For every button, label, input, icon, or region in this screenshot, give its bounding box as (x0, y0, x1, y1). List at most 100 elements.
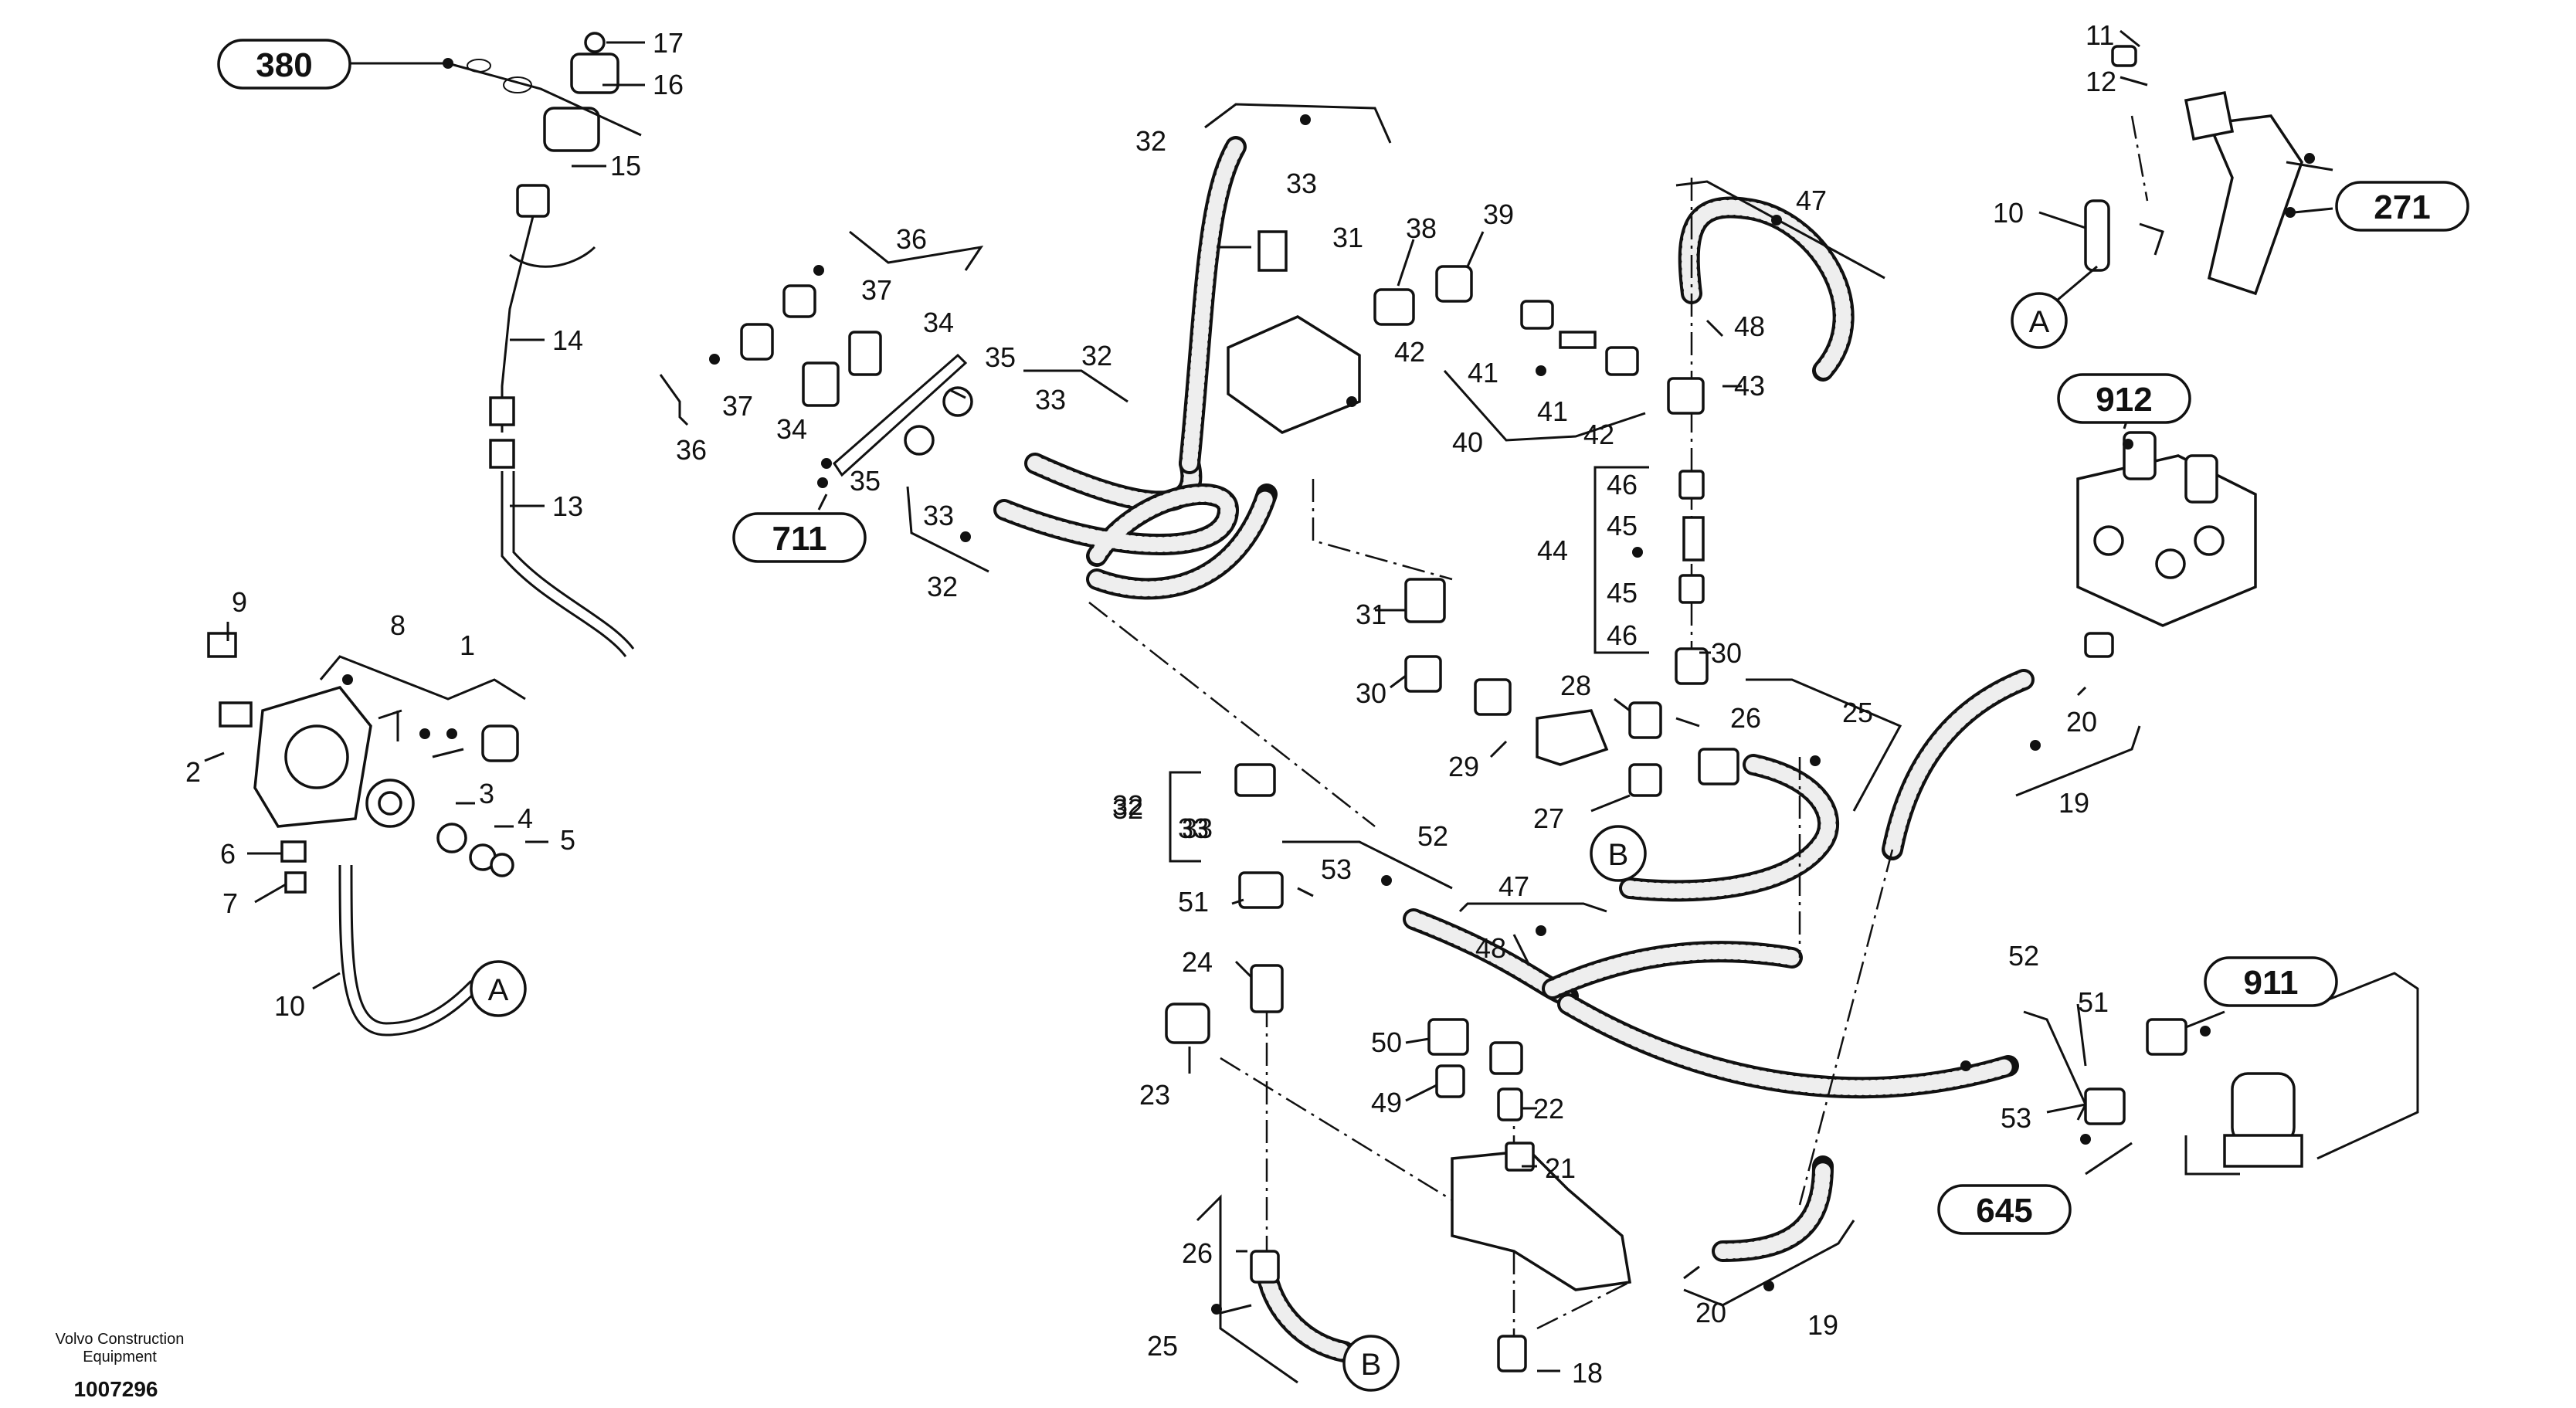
center-lines (1088, 115, 2149, 1359)
part-label: 18 (1572, 1357, 1603, 1389)
part-label: 14 (552, 324, 583, 356)
part-label: 20 (1695, 1297, 1726, 1328)
part-label: 1 (460, 629, 475, 661)
part-label: 48 (1475, 932, 1506, 964)
part-label: 52 (2008, 940, 2039, 972)
part-label: 51 (1178, 886, 1209, 918)
reference-711: 711 (772, 520, 827, 558)
part-label: 10 (274, 990, 305, 1022)
part-label: 12 (2086, 66, 2116, 97)
part-label: 40 (1452, 426, 1483, 458)
part-label: 39 (1483, 198, 1514, 230)
part-label: 41 (1468, 357, 1498, 388)
part-label: 34 (923, 307, 954, 338)
part-label: 33 (1178, 813, 1209, 844)
part-label: 31 (1332, 222, 1363, 253)
leader-lines (204, 29, 2333, 1384)
part-label: 41 (1537, 395, 1568, 427)
part-label: 10 (1993, 197, 2024, 229)
part-label: 49 (1371, 1087, 1402, 1118)
part-label: 22 (1533, 1093, 1564, 1125)
part-label: 48 (1734, 310, 1765, 342)
part-label: 42 (1394, 336, 1425, 368)
part-label: 47 (1796, 185, 1827, 216)
hoses (338, 136, 2035, 1362)
part-label: 45 (1607, 510, 1638, 541)
part-label: 35 (985, 341, 1016, 373)
part-label: 32 (1081, 340, 1112, 372)
reference-645: 645 (1976, 1192, 2032, 1230)
footer-company-line2: Equipment (83, 1349, 157, 1366)
part-label: 19 (2058, 787, 2089, 819)
part-label: 24 (1182, 946, 1213, 978)
footer-drawing-number: 1007296 (73, 1377, 158, 1401)
part-label: 35 (850, 465, 881, 497)
part-label: 53 (1321, 853, 1352, 885)
part-label: 45 (1607, 577, 1638, 609)
part-label: 46 (1607, 469, 1638, 500)
connector-circles: A A B B (470, 292, 2068, 1392)
part-label: 4 (518, 802, 533, 834)
part-label: 33 (1286, 168, 1317, 199)
part-label: 50 (1371, 1026, 1402, 1058)
part-label: 33 (1182, 813, 1213, 844)
part-label: 28 (1560, 670, 1591, 701)
part-label: 20 (2066, 706, 2097, 738)
reference-380: 380 (256, 46, 312, 84)
part-number-labels: 17 16 15 14 13 9 8 1 2 3 4 5 6 7 10 36 3… (185, 19, 2116, 1389)
reference-271: 271 (2374, 188, 2430, 226)
part-label: 53 (2001, 1102, 2031, 1134)
part-label: 26 (1730, 702, 1761, 734)
part-label: 31 (1356, 599, 1386, 630)
part-label: 8 (390, 609, 406, 641)
part-label: 19 (1807, 1309, 1838, 1341)
part-label: 32 (927, 571, 958, 602)
part-label: 25 (1147, 1330, 1178, 1362)
part-label: 16 (653, 69, 684, 100)
part-label: 37 (722, 390, 753, 422)
part-label: 17 (653, 27, 684, 59)
part-label: 52 (1417, 820, 1448, 852)
part-label: 5 (560, 824, 575, 856)
connector-a-left: A (488, 973, 509, 1007)
reference-911: 911 (2244, 964, 2299, 1002)
part-label: 15 (610, 150, 641, 182)
part-label: 42 (1583, 419, 1614, 450)
part-label: 47 (1498, 870, 1529, 902)
footer-company: Volvo Construction (56, 1331, 185, 1348)
part-label: 21 (1545, 1152, 1576, 1184)
part-label: 25 (1842, 697, 1873, 728)
part-label: 33 (1035, 384, 1066, 416)
part-label: 43 (1734, 370, 1765, 402)
reference-badges: 380 711 271 912 911 645 (217, 39, 2469, 1235)
part-label: 30 (1356, 677, 1386, 709)
part-label: 26 (1182, 1237, 1213, 1269)
part-label: 6 (220, 838, 236, 870)
part-label: 44 (1537, 534, 1568, 566)
part-label: 29 (1448, 751, 1479, 782)
part-label: 37 (861, 274, 892, 306)
reference-912: 912 (2096, 381, 2152, 419)
connector-b-bottom: B (1361, 1348, 1382, 1382)
part-label: 3 (479, 778, 494, 809)
footer: Volvo Construction Equipment 1007296 (56, 1331, 185, 1401)
part-label: 13 (552, 490, 583, 522)
part-label: 36 (896, 223, 927, 255)
parts (207, 32, 2419, 1372)
part-label: 46 (1607, 619, 1638, 651)
part-label: 32 (1112, 793, 1143, 825)
part-label: 32 (1112, 789, 1143, 821)
callout-dots (342, 114, 2315, 1315)
connector-b-mid: B (1608, 838, 1629, 872)
part-label: 32 (1135, 125, 1166, 157)
part-label: 23 (1139, 1079, 1170, 1111)
part-label: 9 (232, 586, 247, 618)
part-label: 36 (676, 434, 707, 466)
part-label: 2 (185, 756, 201, 788)
part-label: 34 (776, 413, 807, 445)
connector-a-top: A (2029, 305, 2050, 339)
part-label: 33 (923, 500, 954, 531)
part-label: 38 (1406, 212, 1437, 244)
part-label: 7 (222, 887, 238, 919)
